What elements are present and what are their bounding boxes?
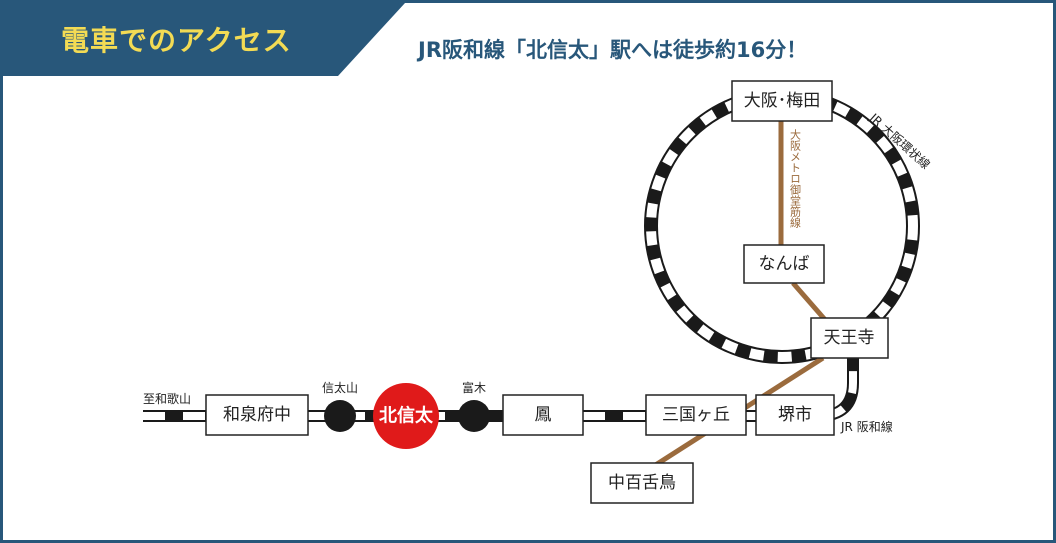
station-mikunigaoka-label: 三国ヶ丘 <box>662 405 730 425</box>
station-tomiki: 富木 <box>458 380 490 432</box>
station-shinodayama-label: 信太山 <box>322 380 358 395</box>
station-kitashinoda-label: 北信太 <box>379 405 434 427</box>
station-shinodayama: 信太山 <box>322 380 358 432</box>
station-nakamozu: 中百舌鳥 <box>590 462 694 504</box>
station-umeda-label: 大阪･梅田 <box>744 91 821 111</box>
station-tennoji-label: 天王寺 <box>824 328 875 348</box>
station-izumifuchu: 和泉府中 <box>205 394 309 436</box>
metro-line-label: 大阪メトロ御堂筋線 <box>789 128 802 228</box>
station-tennoji: 天王寺 <box>810 317 889 359</box>
station-mikunigaoka: 三国ヶ丘 <box>645 394 747 436</box>
station-izumifuchu-label: 和泉府中 <box>223 405 291 425</box>
station-sakai: 堺市 <box>755 394 835 436</box>
station-otori: 鳳 <box>502 394 584 436</box>
access-headline: JR阪和線「北信太」駅へは徒歩約16分！ <box>418 38 808 62</box>
station-otori-label: 鳳 <box>535 405 552 425</box>
section-title: 電車でのアクセス <box>61 24 292 57</box>
station-tomiki-label: 富木 <box>462 380 486 395</box>
to-wakayama-label: 至和歌山 <box>143 391 191 406</box>
hanwa-line-label: JR 阪和線 <box>840 419 893 434</box>
station-kitashinoda: 北信太 <box>373 383 439 449</box>
station-namba-label: なんば <box>759 254 810 274</box>
station-umeda: 大阪･梅田 <box>731 80 833 122</box>
station-sakai-label: 堺市 <box>778 405 812 425</box>
route-map: 大阪･梅田 なんば 天王寺 堺市 三国ヶ丘 中百舌鳥 鳳 和泉府中 <box>143 80 933 504</box>
hanwa-line-ties <box>143 343 857 420</box>
title-banner <box>3 3 405 76</box>
station-namba: なんば <box>743 244 825 284</box>
station-nakamozu-label: 中百舌鳥 <box>608 473 676 493</box>
